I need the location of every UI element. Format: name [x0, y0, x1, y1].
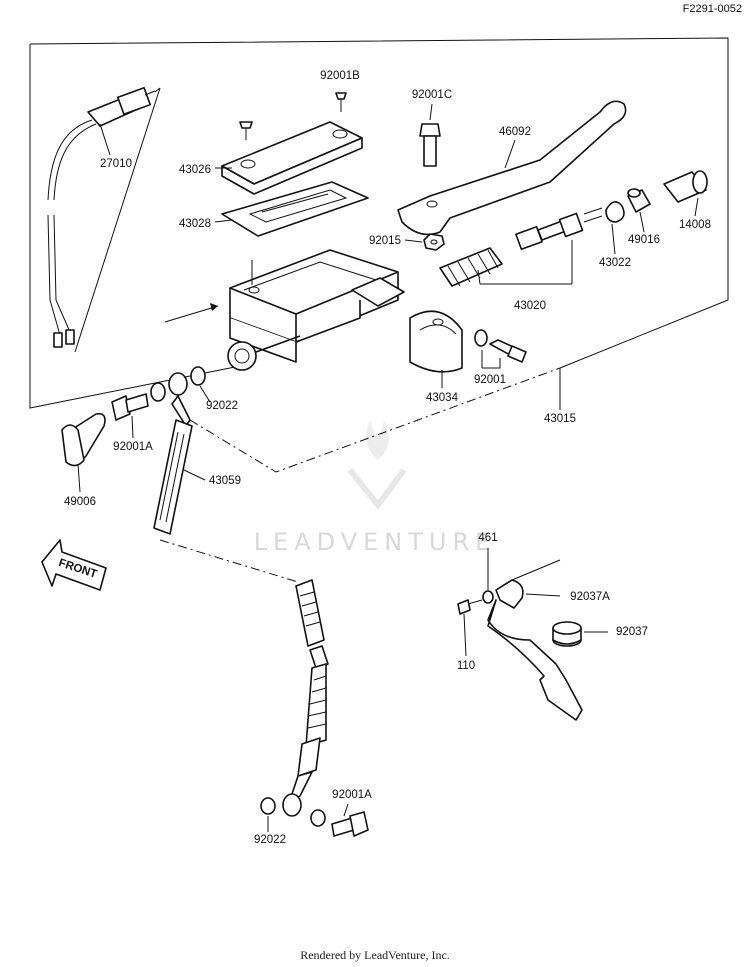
cap-14008 — [663, 170, 708, 203]
label-92037A: 92037A — [570, 591, 610, 603]
brake-hose-43059 — [153, 419, 193, 535]
footer-credit: Rendered by LeadVenture, Inc. — [300, 948, 450, 962]
lever-46092 — [397, 100, 627, 236]
grommet-92037 — [552, 621, 582, 647]
banjo-fitting-top — [168, 372, 191, 427]
label-43034: 43034 — [426, 392, 459, 404]
label-92001B: 92001B — [320, 70, 360, 82]
label-43015: 43015 — [544, 413, 576, 425]
nut-92015 — [423, 233, 445, 251]
label-43020: 43020 — [514, 300, 546, 312]
label-43028: 43028 — [179, 218, 211, 230]
label-92015: 92015 — [369, 235, 401, 247]
watermark-logo — [347, 420, 407, 510]
screw-110 — [457, 599, 483, 615]
spring-43020 — [439, 247, 503, 287]
piston-43020 — [515, 207, 603, 251]
label-92022-bottom: 92022 — [254, 834, 286, 846]
clamp-43034 — [409, 310, 463, 373]
front-arrow: FRONT — [41, 539, 107, 591]
boot-49016 — [627, 188, 651, 213]
rubber-cap-49006 — [61, 412, 106, 467]
screw-cap-left — [239, 121, 253, 140]
label-14008: 14008 — [679, 219, 711, 231]
reservoir-cap-43026 — [221, 121, 363, 195]
label-92001: 92001 — [474, 374, 506, 386]
screw-92001B — [335, 92, 347, 112]
switch-callout-frame — [74, 87, 161, 353]
bolt-92001A-bottom — [331, 811, 369, 837]
washers-92022-bottom — [260, 797, 326, 827]
bolt-92001A-top — [111, 393, 149, 421]
switch-bracket-92037A — [487, 559, 583, 721]
label-461: 461 — [478, 532, 497, 544]
label-110: 110 — [457, 660, 475, 672]
washer-92022-top — [150, 366, 206, 402]
master-cylinder-body — [227, 249, 405, 371]
brake-switch-27010 — [47, 86, 156, 348]
label-43059: 43059 — [209, 475, 241, 487]
label-92001A-top: 92001A — [113, 441, 153, 453]
label-46092: 46092 — [499, 126, 531, 138]
label-49006: 49006 — [64, 496, 96, 508]
label-92001C: 92001C — [412, 89, 452, 101]
label-49016: 49016 — [628, 234, 660, 246]
label-92022-top: 92022 — [206, 400, 238, 412]
washer-461 — [482, 590, 494, 604]
brake-hose-lower — [282, 579, 329, 817]
label-43022: 43022 — [599, 257, 631, 269]
label-43026: 43026 — [179, 164, 211, 176]
watermark-text: LEADVENTURE — [254, 528, 497, 556]
washer-bolt-92001 — [474, 329, 527, 363]
label-92001A-bottom: 92001A — [332, 789, 372, 801]
diaphragm-43028 — [221, 181, 369, 237]
drawing-code: F2291-0052 — [683, 3, 742, 15]
label-92037: 92037 — [616, 626, 648, 638]
bolt-92001C — [419, 123, 441, 167]
label-27010: 27010 — [100, 158, 132, 170]
seal-43022 — [605, 201, 625, 223]
